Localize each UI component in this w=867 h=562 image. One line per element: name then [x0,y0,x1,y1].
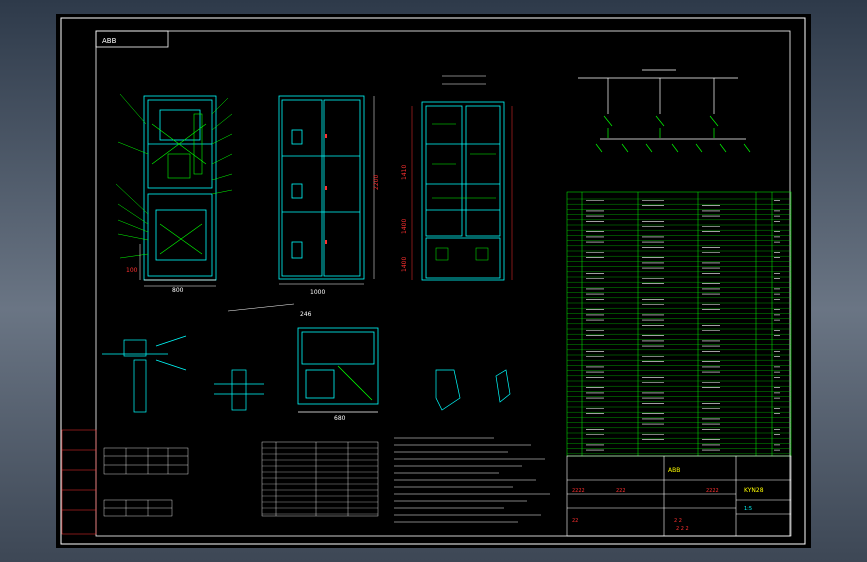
cabinet-rear-view [421,101,505,281]
leader-lines-front [115,93,233,259]
dim-sub-2: 680 [334,415,346,422]
title-line-2: KYN28 [744,487,764,494]
parts-table-text [586,200,780,451]
cad-drawing-canvas[interactable]: ABB 800 100 [56,14,811,548]
side-red-marks [325,134,327,244]
dim-width-side: 1000 [310,289,325,296]
sld-breakers [595,115,751,153]
rear-title-lines [442,75,486,85]
dim-width-front: 800 [172,287,184,294]
dim-base-front: 100 [126,267,138,274]
parts-table [566,191,792,457]
stamp-4: 2 2 [674,518,682,524]
technical-notes [394,437,550,523]
bom-table-rows [262,447,378,515]
dim-sub-1: 246 [300,311,312,318]
corner-label: ABB [102,37,117,45]
section-views [435,369,511,411]
corner-label-box [95,30,169,48]
dim-rear [411,106,513,280]
small-table-2 [103,499,173,517]
detail-view-mid [214,369,264,411]
sub-panel-view [297,327,379,413]
dim-height-side: 2200 [373,175,380,190]
stamp-1: 222 [616,488,626,494]
detail-view-left [102,335,187,413]
cabinet-side-view [278,95,365,280]
cad-drawing-svg: ABB 800 100 [60,17,806,545]
bom-table [261,441,379,517]
stamp-3: 22 [572,518,578,524]
title-scale: 1:5 [744,506,752,512]
title-block [566,455,792,537]
stamp-6: 2 2 2 [676,526,689,532]
small-table-1 [103,447,189,475]
dim-rear-2: 1400 [401,219,408,234]
stamp-0: 2222 [572,488,585,494]
stamp-2: 2222 [706,488,719,494]
inner-border [95,30,791,537]
dim-rear-1: 1410 [401,165,408,180]
outer-frame [60,17,806,545]
dim-side [227,96,375,312]
cabinet-front-view [143,95,217,281]
dim-rear-3: 1400 [401,257,408,272]
rear-details [432,123,496,261]
parts-table-rows [567,198,791,454]
cabinet-front-details [151,113,207,255]
left-revision-block [61,429,97,535]
dim-front [139,244,216,287]
title-line-1: ABB [668,467,680,474]
single-line-diagram [578,69,746,140]
